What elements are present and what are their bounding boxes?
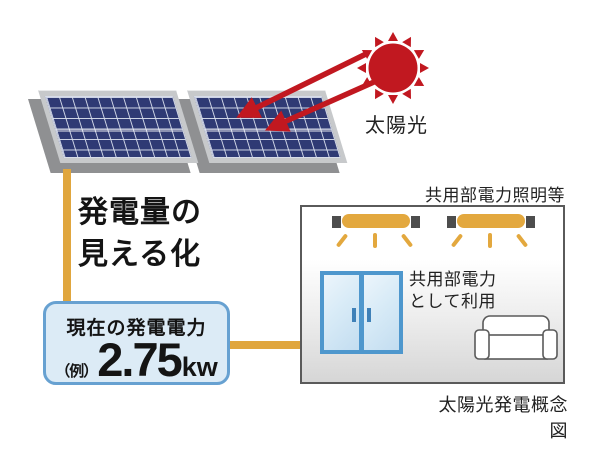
title-line2: 見える化 [78,238,202,271]
ceiling-light-cap [526,216,535,228]
light-ray-icon [400,233,414,248]
ceiling-light-cap [332,216,341,228]
current-power-label: 現在の発電電力 [66,318,207,339]
example-prefix: （例） [55,363,98,380]
usage-line2: として利用 [409,292,496,311]
power-unit: kw [181,352,218,382]
solar-panel-left-icon [38,90,199,163]
sun-icon [356,31,430,105]
sofa-icon [474,315,558,361]
solar-panel-right-icon [187,90,348,163]
panel-sheen [204,128,332,132]
light-ray-icon [488,233,492,248]
usage-label: 共用部電力 として利用 [409,269,497,313]
solar-panel-cells [193,96,341,158]
usage-line1: 共用部電力 [409,270,497,289]
sun-label: 太陽光 [365,115,428,137]
panel-sheen [55,128,183,132]
common-area-room: 共用部電力 として利用 [300,205,565,384]
ceiling-light-icon [342,214,410,228]
solar-panel-cells [44,96,192,158]
diagram-caption: 太陽光発電概念図 [438,395,568,441]
room-header-label: 共用部電力照明等 [425,186,565,205]
title-line1: 発電量の [78,196,202,229]
ceiling-light-cap [411,216,420,228]
ceiling-light-icon [457,214,525,228]
energy-line-vertical [63,169,71,303]
light-ray-icon [450,233,464,248]
sliding-door-icon [320,271,403,354]
light-ray-icon [373,233,377,248]
current-power-box: 現在の発電電力 （例） 2.75 kw [43,301,230,385]
ceiling-light-cap [447,216,456,228]
energy-line-horizontal [228,341,302,349]
door-handle [367,308,371,322]
current-power-value-row: （例） 2.75 kw [46,336,227,383]
diagram-title: 発電量の 見える化 [78,192,202,276]
power-value: 2.75 [97,333,182,386]
door-handle [352,308,356,322]
light-ray-icon [515,233,529,248]
light-ray-icon [335,233,349,248]
